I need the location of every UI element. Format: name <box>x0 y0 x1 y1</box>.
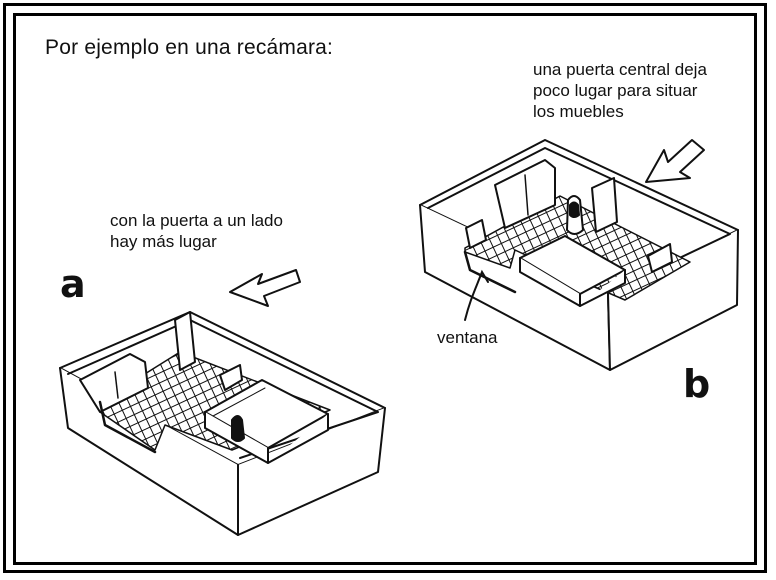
arrow-b-icon <box>645 139 705 183</box>
note-central-door: una puerta central deja poco lugar para … <box>533 60 707 121</box>
chair-b2-icon <box>647 243 673 273</box>
note-side-door: con la puerta a un lado hay más lugar <box>110 211 283 251</box>
chair-a-icon <box>219 364 243 391</box>
bed-b-icon <box>519 235 626 307</box>
heading: Por ejemplo en una recámara: <box>45 36 334 59</box>
chair-b1-icon <box>465 219 487 249</box>
window-pointer <box>464 269 489 321</box>
wardrobe-b-icon <box>494 159 556 229</box>
outer-frame <box>3 3 767 573</box>
door-a-icon <box>174 311 196 371</box>
wardrobe-a-icon <box>79 353 149 413</box>
arrow-a-icon <box>229 269 301 307</box>
door-b-icon <box>591 177 618 233</box>
window-label: ventana <box>437 328 498 347</box>
label-b: b <box>683 362 711 406</box>
room-a <box>59 311 386 536</box>
inner-frame <box>13 13 757 565</box>
room-b <box>419 139 739 371</box>
person-a-icon <box>231 415 245 442</box>
label-a: a <box>60 262 86 306</box>
